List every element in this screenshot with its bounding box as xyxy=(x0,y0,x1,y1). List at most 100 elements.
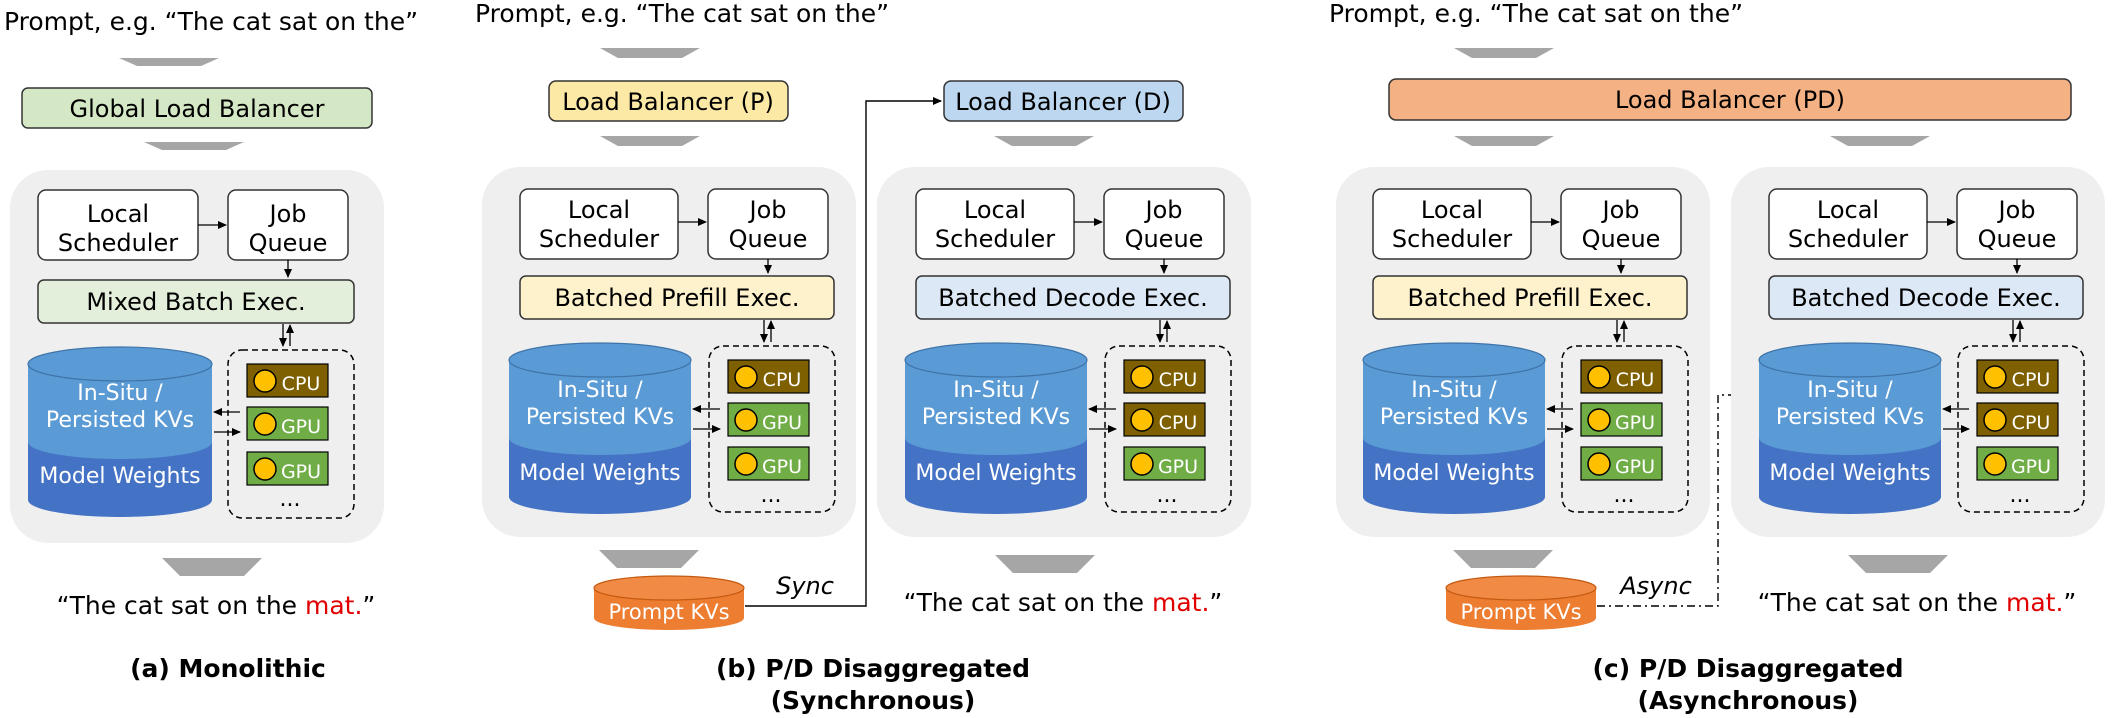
local-scheduler-box xyxy=(1372,188,1532,260)
prompt-kvs-store xyxy=(1445,575,1597,630)
chip-icon xyxy=(734,452,758,476)
job-queue-label-1: Job xyxy=(268,200,307,228)
chip-icon xyxy=(1587,365,1611,389)
chip-gpu: GPU xyxy=(727,402,810,437)
model-weights-label: Model Weights xyxy=(1373,461,1534,486)
chip-icon xyxy=(253,412,277,436)
down-arrow-icon xyxy=(162,558,262,576)
kv-label-2: Persisted KVs xyxy=(1380,405,1528,430)
global-load-balancer-label: Global Load Balancer xyxy=(70,95,325,123)
chip-label: CPU xyxy=(1159,412,1198,434)
chip-label: CPU xyxy=(282,373,321,395)
job-queue-label-2: Queue xyxy=(1125,225,1204,253)
chip-label: CPU xyxy=(1616,369,1655,391)
load-balancer-pd-label: Load Balancer (PD) xyxy=(1615,86,1845,114)
local-scheduler-label-2: Scheduler xyxy=(58,229,178,257)
load-balancer-d xyxy=(943,80,1184,122)
chip-gpu: GPU xyxy=(1976,446,2059,481)
panel-synchronous: Prompt, e.g. “The cat sat on the” Load B… xyxy=(475,0,1251,715)
chip-icon xyxy=(1130,452,1154,476)
batched-prefill-exec xyxy=(519,275,835,320)
chip-icon xyxy=(1130,365,1154,389)
chip-icon xyxy=(1983,408,2007,432)
job-queue-label-2: Queue xyxy=(249,229,328,257)
model-weights-label: Model Weights xyxy=(519,461,680,486)
panel-asynchronous: Prompt, e.g. “The cat sat on the” Load B… xyxy=(1329,0,2105,715)
ellipsis: ... xyxy=(1614,483,1635,508)
mixed-batch-exec-label: Mixed Batch Exec. xyxy=(86,288,305,316)
output-text: “The cat sat on the mat.” xyxy=(57,591,376,620)
prompt-kvs-store xyxy=(593,575,745,630)
output-text: “The cat sat on the mat.” xyxy=(1758,588,2077,617)
chip-label: CPU xyxy=(763,369,802,391)
chip-icon xyxy=(253,369,277,393)
down-arrow-icon xyxy=(1454,136,1554,146)
global-load-balancer xyxy=(21,87,373,129)
chip-icon xyxy=(253,457,277,481)
ellipsis: ... xyxy=(761,483,782,508)
prompt-text: Prompt, e.g. “The cat sat on the” xyxy=(4,7,418,36)
down-arrow-icon xyxy=(1453,550,1553,568)
chip-label: GPU xyxy=(1615,412,1655,434)
chip-icon xyxy=(1130,408,1154,432)
mixed-batch-exec xyxy=(37,279,355,324)
chip-label: GPU xyxy=(2011,456,2051,478)
chip-icon xyxy=(1587,452,1611,476)
local-scheduler-label-1: Local xyxy=(568,196,630,224)
chip-label: GPU xyxy=(281,416,321,438)
local-scheduler-label-2: Scheduler xyxy=(1392,225,1512,253)
batched-decode-exec xyxy=(915,275,1231,320)
chip-label: CPU xyxy=(2012,412,2051,434)
chip-label: GPU xyxy=(281,461,321,483)
model-weights-label: Model Weights xyxy=(1769,461,1930,486)
chip-icon xyxy=(1983,365,2007,389)
kv-label-1: In-Situ / xyxy=(557,378,643,403)
local-scheduler-box xyxy=(1768,188,1928,260)
down-arrow-icon xyxy=(1454,48,1554,58)
chip-icon xyxy=(734,365,758,389)
chip-label: GPU xyxy=(1158,456,1198,478)
load-balancer-p-label: Load Balancer (P) xyxy=(562,88,774,116)
chip-label: GPU xyxy=(1615,456,1655,478)
chip-gpu: GPU xyxy=(1123,446,1206,481)
panel-monolithic: Prompt, e.g. “The cat sat on the” Global… xyxy=(4,7,418,683)
storage-cylinder xyxy=(1362,342,1546,514)
model-weights-label: Model Weights xyxy=(915,461,1076,486)
chip-cpu: CPU xyxy=(246,363,329,398)
storage-cylinder xyxy=(1758,342,1942,514)
job-queue-label-2: Queue xyxy=(729,225,808,253)
chip-icon xyxy=(1587,408,1611,432)
caption-asynchronous-sub: (Asynchronous) xyxy=(1638,686,1859,715)
chip-label: GPU xyxy=(762,412,802,434)
chip-gpu: GPU xyxy=(246,406,329,441)
chip-label: GPU xyxy=(762,456,802,478)
chip-gpu: GPU xyxy=(1580,446,1663,481)
caption-monolithic: (a) Monolithic xyxy=(130,654,326,683)
prompt-kvs-label: Prompt KVs xyxy=(608,600,729,624)
sync-transfer-line xyxy=(745,97,942,607)
prompt-text: Prompt, e.g. “The cat sat on the” xyxy=(1329,0,1743,28)
down-arrow-icon xyxy=(144,142,244,150)
chip-label: CPU xyxy=(2012,369,2051,391)
caption-asynchronous: (c) P/D Disaggregated xyxy=(1593,654,1904,683)
local-scheduler-label-2: Scheduler xyxy=(1788,225,1908,253)
kv-label-2: Persisted KVs xyxy=(1776,405,1924,430)
chip-cpu: CPU xyxy=(1580,359,1663,394)
kv-label-2: Persisted KVs xyxy=(46,408,194,433)
load-balancer-d-label: Load Balancer (D) xyxy=(955,88,1171,116)
kv-label-2: Persisted KVs xyxy=(922,405,1070,430)
local-scheduler-label-1: Local xyxy=(1817,196,1879,224)
kv-label-1: In-Situ / xyxy=(953,378,1039,403)
chip-gpu: GPU xyxy=(246,451,329,486)
storage-cylinder xyxy=(508,342,692,514)
down-arrow-icon xyxy=(1830,136,1930,146)
job-queue-label-1: Job xyxy=(1601,196,1640,224)
job-queue-label-2: Queue xyxy=(1978,225,2057,253)
ellipsis: ... xyxy=(280,487,301,512)
async-label: Async xyxy=(1618,572,1692,600)
ellipsis: ... xyxy=(1157,483,1178,508)
batched-decode-exec-label: Batched Decode Exec. xyxy=(938,284,1208,312)
chip-icon xyxy=(734,408,758,432)
chip-cpu: CPU xyxy=(1976,359,2059,394)
